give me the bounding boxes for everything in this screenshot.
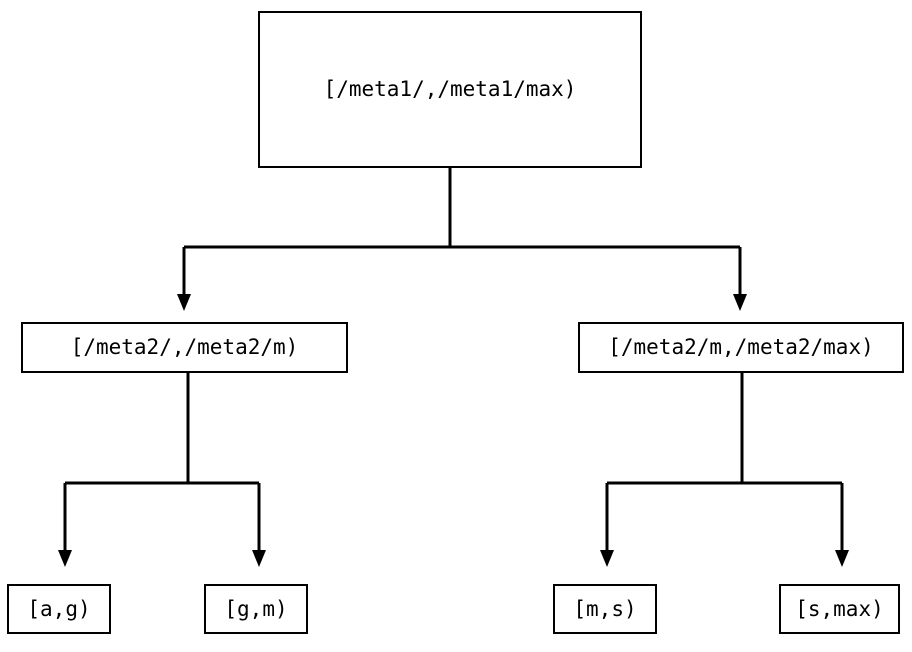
node-mid-right[interactable]: [/meta2/m,/meta2/max) <box>578 322 904 373</box>
node-leaf-s-max-label: [s,max) <box>795 596 884 621</box>
node-leaf-m-s-label: [m,s) <box>573 596 637 621</box>
node-mid-left[interactable]: [/meta2/,/meta2/m) <box>21 322 348 373</box>
arrowhead-mid-right-to-leaf4-icon <box>835 550 849 567</box>
node-leaf-m-s[interactable]: [m,s) <box>553 584 657 634</box>
arrowhead-mid-right-to-leaf3-icon <box>600 550 614 567</box>
node-root[interactable]: [/meta1/,/meta1/max) <box>258 11 642 168</box>
edge-mid-right-to-leaves-group <box>600 373 849 567</box>
edge-root-to-mid-group <box>177 168 747 311</box>
node-mid-right-label: [/meta2/m,/meta2/max) <box>608 335 874 359</box>
node-leaf-s-max[interactable]: [s,max) <box>779 584 900 634</box>
node-root-label: [/meta1/,/meta1/max) <box>323 77 577 101</box>
node-mid-left-label: [/meta2/,/meta2/m) <box>70 335 299 359</box>
node-leaf-g-m-label: [g,m) <box>224 596 288 621</box>
node-leaf-a-g-label: [a,g) <box>27 596 91 621</box>
edge-mid-left-to-leaves-group <box>58 373 266 567</box>
arrowhead-mid-left-to-leaf1-icon <box>58 550 72 567</box>
arrowhead-mid-left-to-leaf2-icon <box>252 550 266 567</box>
arrowhead-root-to-mid-right-icon <box>733 294 747 311</box>
arrowhead-root-to-mid-left-icon <box>177 294 191 311</box>
node-leaf-a-g[interactable]: [a,g) <box>7 584 111 634</box>
node-leaf-g-m[interactable]: [g,m) <box>204 584 308 634</box>
